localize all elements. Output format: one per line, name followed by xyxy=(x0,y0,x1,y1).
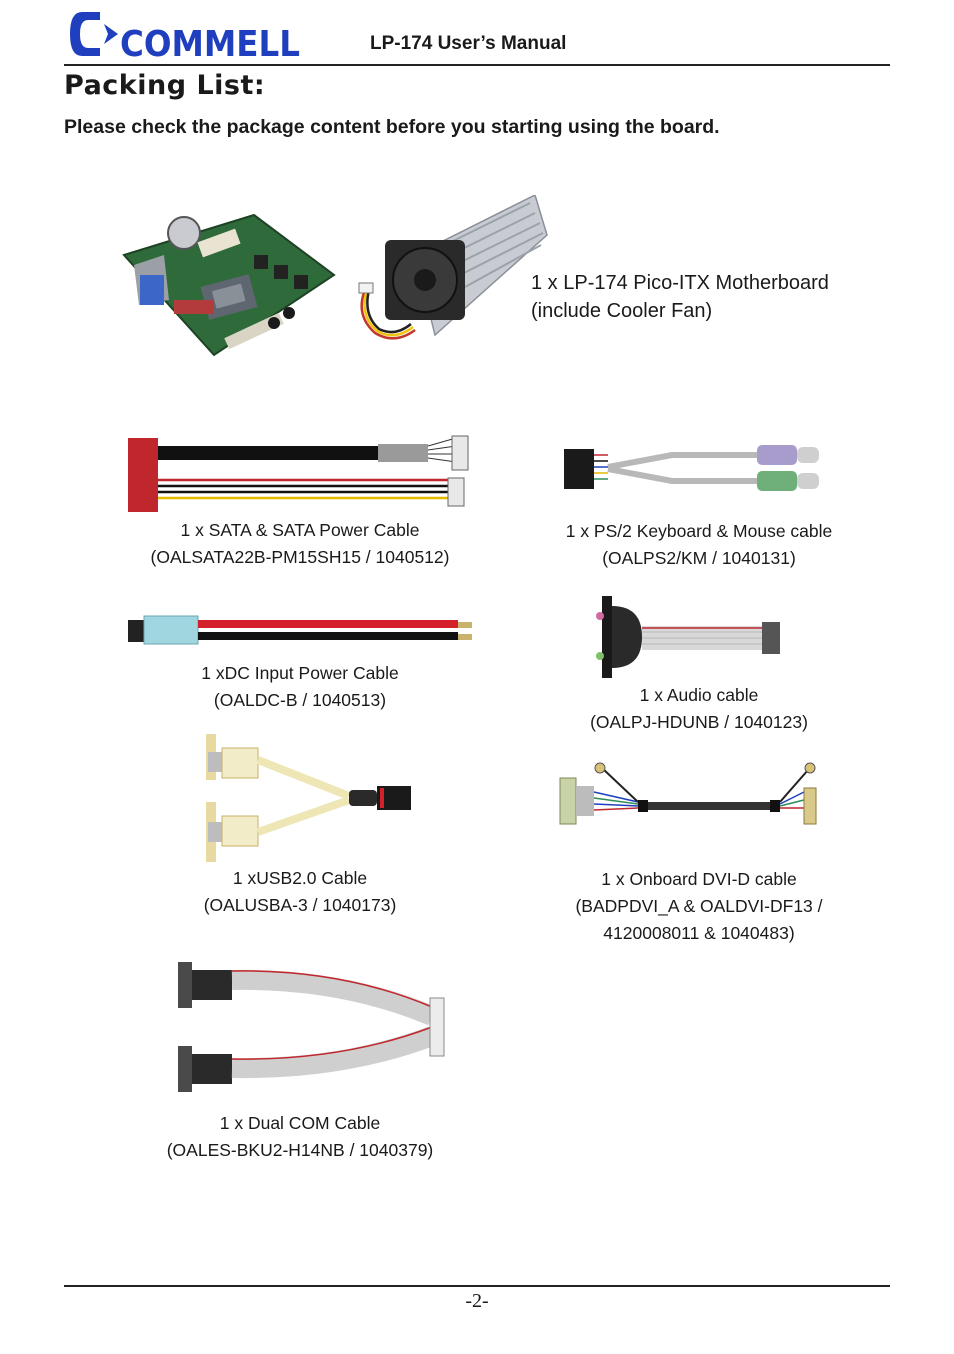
commell-logo: COMMELL xyxy=(70,6,302,62)
com-caption-line1: 1 x Dual COM Cable xyxy=(219,1113,381,1133)
sata-caption-line1: 1 x SATA & SATA Power Cable xyxy=(180,520,420,540)
audio-cable-image xyxy=(594,594,784,680)
usb-caption-line2: (OALUSBA-3 / 1040173) xyxy=(203,895,397,915)
dvi-caption-line2: (BADPDVI_A & OALDVI-DF13 / xyxy=(575,896,823,916)
manual-title: LP-174 User’s Manual xyxy=(370,33,567,54)
dvi-caption-line1: 1 x Onboard DVI-D cable xyxy=(601,869,797,889)
dual-com-cable-image xyxy=(172,958,450,1098)
sata-cable-image xyxy=(126,434,472,514)
usb-caption-line1: 1 xUSB2.0 Cable xyxy=(232,868,368,888)
dvi-caption-line3: 4120008011 & 1040483) xyxy=(603,923,795,943)
audio-caption-line1: 1 x Audio cable xyxy=(639,685,759,705)
motherboard-caption-line2: (include Cooler Fan) xyxy=(531,300,713,322)
audio-caption: 1 x Audio cable (OALPJ-HDUNB / 1040123) xyxy=(560,682,838,736)
ps2-caption-line1: 1 x PS/2 Keyboard & Mouse cable xyxy=(565,521,833,541)
audio-caption-line2: (OALPJ-HDUNB / 1040123) xyxy=(590,712,808,732)
logo-text: COMMELL xyxy=(120,24,300,62)
dc-caption-line2: (OALDC-B / 1040513) xyxy=(213,690,387,710)
dvi-caption: 1 x Onboard DVI-D cable (BADPDVI_A & OAL… xyxy=(550,866,848,947)
header-rule xyxy=(64,64,890,66)
motherboard-image xyxy=(104,205,336,363)
page-title: Packing List: xyxy=(64,70,266,101)
ps2-caption-line2: (OALPS2/KM / 1040131) xyxy=(602,548,796,568)
usb-caption: 1 xUSB2.0 Cable (OALUSBA-3 / 1040173) xyxy=(150,865,450,919)
dc-caption: 1 xDC Input Power Cable (OALDC-B / 10405… xyxy=(150,660,450,714)
sata-caption-line2: (OALSATA22B-PM15SH15 / 1040512) xyxy=(150,547,450,567)
ps2-caption: 1 x PS/2 Keyboard & Mouse cable (OALPS2/… xyxy=(550,518,848,572)
motherboard-caption: 1 x LP-174 Pico-ITX Motherboard (include… xyxy=(531,269,829,325)
com-caption-line2: (OALES-BKU2-H14NB / 1040379) xyxy=(166,1140,434,1160)
cooler-fan-image xyxy=(355,195,550,347)
ps2-cable-image xyxy=(562,443,824,493)
motherboard-caption-line1: 1 x LP-174 Pico-ITX Motherboard xyxy=(531,272,829,294)
intro-text: Please check the package content before … xyxy=(64,116,720,138)
dc-power-cable-image xyxy=(126,612,476,648)
dc-caption-line1: 1 xDC Input Power Cable xyxy=(201,663,399,683)
sata-caption: 1 x SATA & SATA Power Cable (OALSATA22B-… xyxy=(140,517,460,571)
usb-cable-image xyxy=(204,732,414,864)
com-caption: 1 x Dual COM Cable (OALES-BKU2-H14NB / 1… xyxy=(150,1110,450,1164)
dvi-cable-image xyxy=(558,762,820,834)
footer-rule xyxy=(64,1285,890,1287)
page-number: -2- xyxy=(465,1290,489,1312)
